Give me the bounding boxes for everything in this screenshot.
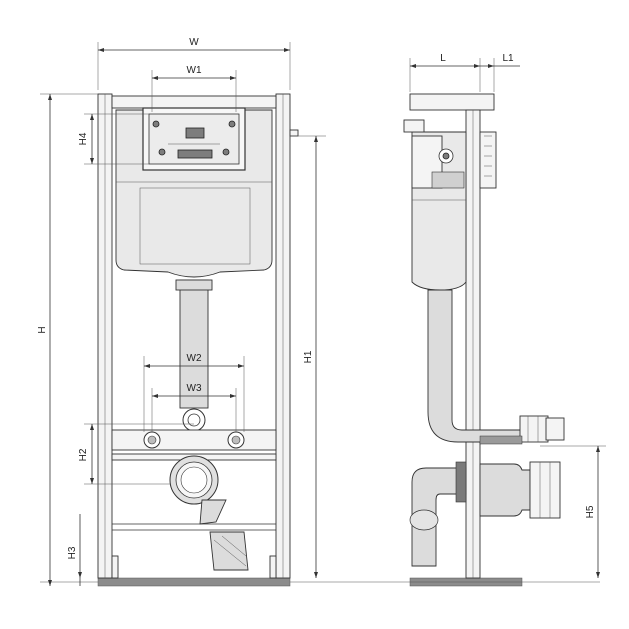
label-W: W (189, 37, 199, 48)
dim-H1: H1 (290, 135, 326, 578)
dim-L1: L1 (480, 53, 520, 92)
label-H4: H4 (78, 132, 89, 145)
dim-H3: H3 (67, 514, 82, 586)
label-L1: L1 (502, 53, 514, 64)
mounting-bar (111, 429, 277, 451)
label-W1: W1 (187, 65, 202, 76)
label-H: H (37, 326, 48, 333)
side-view (403, 93, 565, 579)
top-cap (409, 93, 495, 111)
label-H5: H5 (585, 505, 596, 518)
label-W3: W3 (187, 383, 202, 394)
dim-H4: H4 (78, 113, 150, 165)
label-L: L (440, 53, 446, 64)
front-view (97, 93, 299, 579)
dim-H5: H5 (540, 445, 606, 578)
dim-H2: H2 (78, 423, 194, 485)
label-H3: H3 (67, 546, 78, 559)
dim-L: L (409, 53, 481, 92)
dim-W2: W2 (143, 353, 245, 432)
waste-elbow (411, 467, 467, 567)
dim-H: H (37, 93, 98, 586)
dim-W3: W3 (151, 383, 237, 432)
dim-W: W (97, 37, 291, 90)
label-H2: H2 (78, 448, 89, 461)
label-W2: W2 (187, 353, 202, 364)
label-H1: H1 (303, 350, 314, 363)
floor-front (97, 577, 291, 587)
dim-W1: W1 (151, 65, 237, 112)
